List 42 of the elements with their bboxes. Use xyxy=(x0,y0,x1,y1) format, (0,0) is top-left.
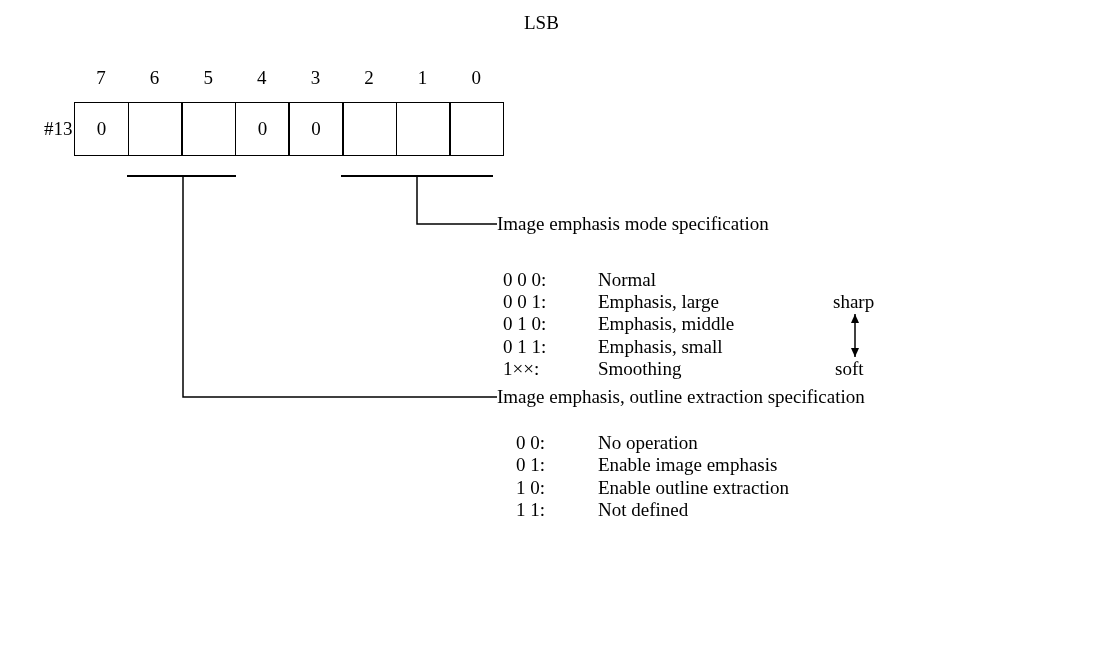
setting-description: Emphasis, small xyxy=(598,336,723,358)
bit-code: 0 0: xyxy=(516,432,546,454)
setting-description: Emphasis, large xyxy=(598,291,719,313)
field-description: Image emphasis, outline extraction specification xyxy=(497,385,865,409)
setting-description: Normal xyxy=(598,269,657,291)
bit-cell xyxy=(449,102,505,156)
bit-number: 7 xyxy=(96,67,106,89)
bit-code: 0 1: xyxy=(516,454,546,476)
bit-number: 5 xyxy=(203,67,213,89)
bit-cell xyxy=(127,102,183,156)
bit-number: 4 xyxy=(257,67,267,89)
bit-code: 1 0: xyxy=(516,477,546,499)
bit-cell: 0 xyxy=(234,102,290,156)
bit-number: 3 xyxy=(310,67,321,89)
bit-code: 0 0 1: xyxy=(503,291,547,313)
setting-description: Enable outline extraction xyxy=(598,477,789,499)
bit-cell xyxy=(181,102,237,156)
bit-code: 1××: xyxy=(503,358,540,380)
setting-description: Not defined xyxy=(598,499,689,521)
scale-label: sharp xyxy=(833,291,875,313)
bit-code: 0 1 1: xyxy=(503,336,547,358)
bit-cell xyxy=(342,102,398,156)
register-end-label: LSB xyxy=(524,12,559,34)
bit-number: 6 xyxy=(149,67,160,89)
bit-number: 2 xyxy=(364,67,374,89)
bit-cell xyxy=(395,102,451,156)
field-description: Image emphasis mode specification xyxy=(497,212,769,236)
bit-number: 0 xyxy=(471,67,481,89)
leader-line xyxy=(182,176,498,398)
setting-description: Enable image emphasis xyxy=(598,454,778,476)
bit-code: 0 0 0: xyxy=(503,269,547,291)
setting-description: Emphasis, middle xyxy=(598,313,735,335)
bit-code: 0 1 0: xyxy=(503,313,547,335)
bit-number: 1 xyxy=(417,67,428,89)
setting-description: No operation xyxy=(598,432,698,454)
setting-description: Smoothing xyxy=(598,358,682,380)
bit-cell: 0 xyxy=(288,102,344,156)
register-number: #13 xyxy=(44,118,73,140)
leader-line xyxy=(416,176,498,225)
bit-cell: 0 xyxy=(74,102,130,156)
scale-label: soft xyxy=(835,358,864,380)
bit-code: 1 1: xyxy=(516,499,546,521)
